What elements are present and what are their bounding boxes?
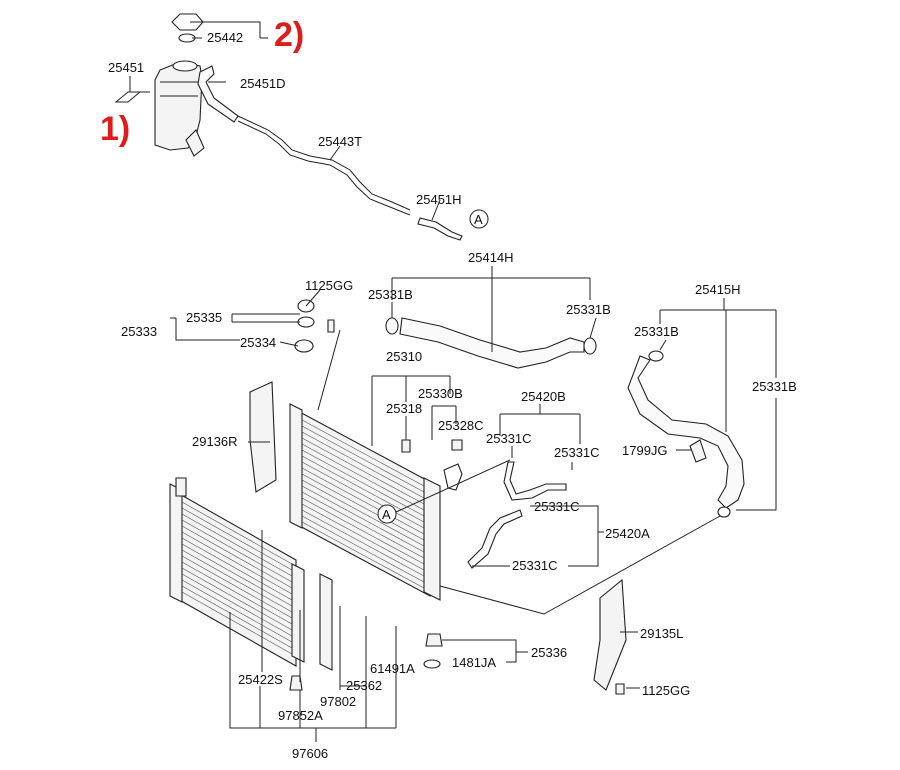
label-29136r: 29136R	[192, 434, 238, 449]
condenser-mount-cushion	[289, 675, 303, 691]
reservoir-hose-end	[417, 217, 463, 241]
label-25335: 25335	[186, 310, 222, 325]
hose-clip-1799jg	[689, 439, 707, 463]
label-25331c-d: 25331C	[512, 558, 558, 573]
label-1125gg-bot: 1125GG	[642, 683, 690, 698]
label-25331c-a: 25331C	[486, 431, 532, 446]
condenser	[169, 477, 305, 667]
label-25330b: 25330B	[418, 386, 463, 401]
label-25420a: 25420A	[605, 526, 650, 541]
label-25331b-b: 25331B	[566, 302, 611, 317]
label-25451h: 25451H	[416, 192, 462, 207]
label-25414h: 25414H	[468, 250, 514, 265]
radiator-sensor	[401, 439, 463, 453]
label-25333: 25333	[121, 324, 157, 339]
upper-radiator-hose	[385, 317, 597, 369]
coolant-reservoir-tank	[154, 60, 205, 157]
heater-hose-25420a	[467, 509, 523, 569]
label-25451: 25451	[108, 60, 144, 75]
label-29135l: 29135L	[640, 626, 683, 641]
ref-circle-a-mid	[377, 504, 397, 524]
label-25334: 25334	[240, 335, 276, 350]
label-97802: 97802	[320, 694, 356, 709]
label-ref-a-top: A	[474, 212, 483, 227]
radiator-core	[289, 403, 441, 601]
label-97852a: 97852A	[278, 708, 323, 723]
reservoir-vent-pipe	[237, 115, 411, 216]
radiator-mount-insulators	[294, 299, 335, 353]
heater-hose-25420b	[503, 461, 567, 501]
label-25331b-d: 25331B	[752, 379, 797, 394]
condenser-receiver-drier	[319, 573, 333, 671]
air-guard-29135l	[593, 578, 627, 695]
label-25331b-c: 25331B	[634, 324, 679, 339]
label-25422s: 25422S	[238, 672, 283, 687]
label-25331c-b: 25331C	[554, 445, 600, 460]
label-25336: 25336	[531, 645, 567, 660]
label-97606: 97606	[292, 746, 328, 761]
label-25328c: 25328C	[438, 418, 484, 433]
label-25318: 25318	[386, 401, 422, 416]
label-1125gg-top: 1125GG	[305, 278, 353, 293]
label-25331c-c: 25331C	[534, 499, 580, 514]
label-25310: 25310	[386, 349, 422, 364]
label-25442: 25442	[207, 30, 243, 45]
label-25415h: 25415H	[695, 282, 741, 297]
ref-circle-a-top	[469, 209, 489, 229]
label-1799jg: 1799JG	[622, 443, 668, 458]
radiator-drain-plug	[423, 633, 443, 669]
label-25443t: 25443T	[318, 134, 362, 149]
label-25331b-a: 25331B	[368, 287, 413, 302]
reservoir-overflow-hose	[197, 65, 239, 123]
label-61491a: 61491A	[370, 661, 415, 676]
callout-2: 2)	[274, 16, 304, 54]
callout-1: 1)	[100, 110, 130, 148]
label-1481ja: 1481JA	[452, 655, 496, 670]
lower-radiator-hose	[627, 350, 745, 518]
reservoir-bracket-strap	[114, 91, 142, 103]
label-25420b: 25420B	[521, 389, 566, 404]
air-guard-29136r	[249, 381, 277, 493]
label-ref-a-mid: A	[382, 507, 391, 522]
label-25362: 25362	[346, 678, 382, 693]
label-25451d: 25451D	[240, 76, 286, 91]
